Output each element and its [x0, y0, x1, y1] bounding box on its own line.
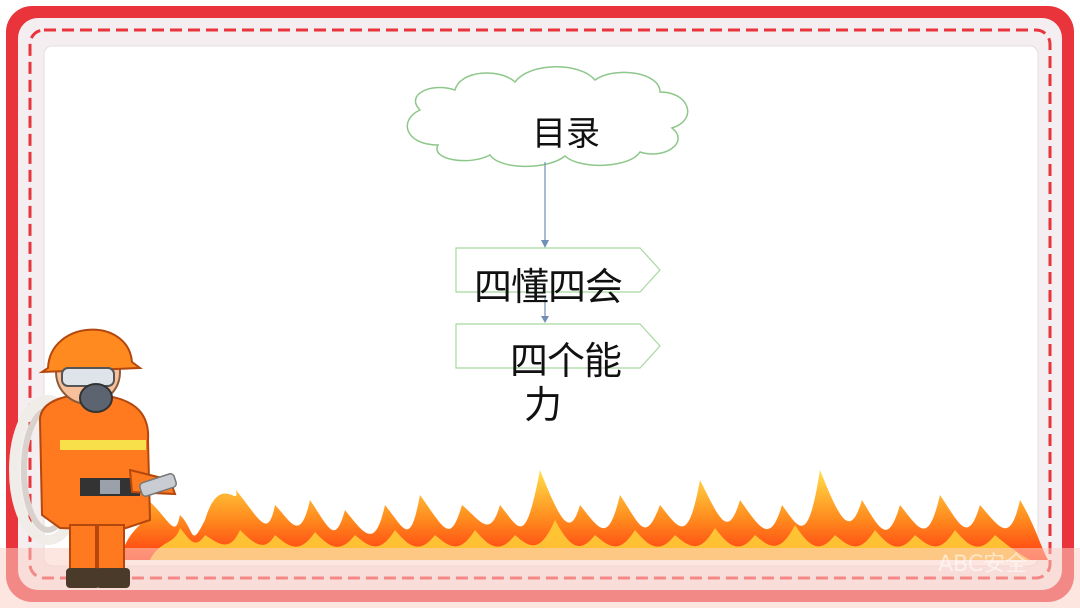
watermark: ABC安全 — [938, 552, 1028, 577]
node-2-label-line2: 力 — [524, 383, 563, 427]
node-box-1 — [455, 247, 661, 293]
connector-arrowhead — [541, 240, 549, 248]
border-dashes — [28, 28, 1052, 580]
node-1-label: 四懂四会 — [474, 265, 623, 309]
bottom-blur-strip — [0, 548, 1080, 608]
title-text: 目录 — [532, 114, 600, 154]
title-cloud — [406, 66, 689, 168]
node-box-2 — [455, 323, 661, 369]
firefighter-illustration — [9, 328, 177, 588]
connector-arrowhead-2 — [541, 316, 549, 323]
node-2-label-line1: 四个能 — [510, 339, 622, 383]
